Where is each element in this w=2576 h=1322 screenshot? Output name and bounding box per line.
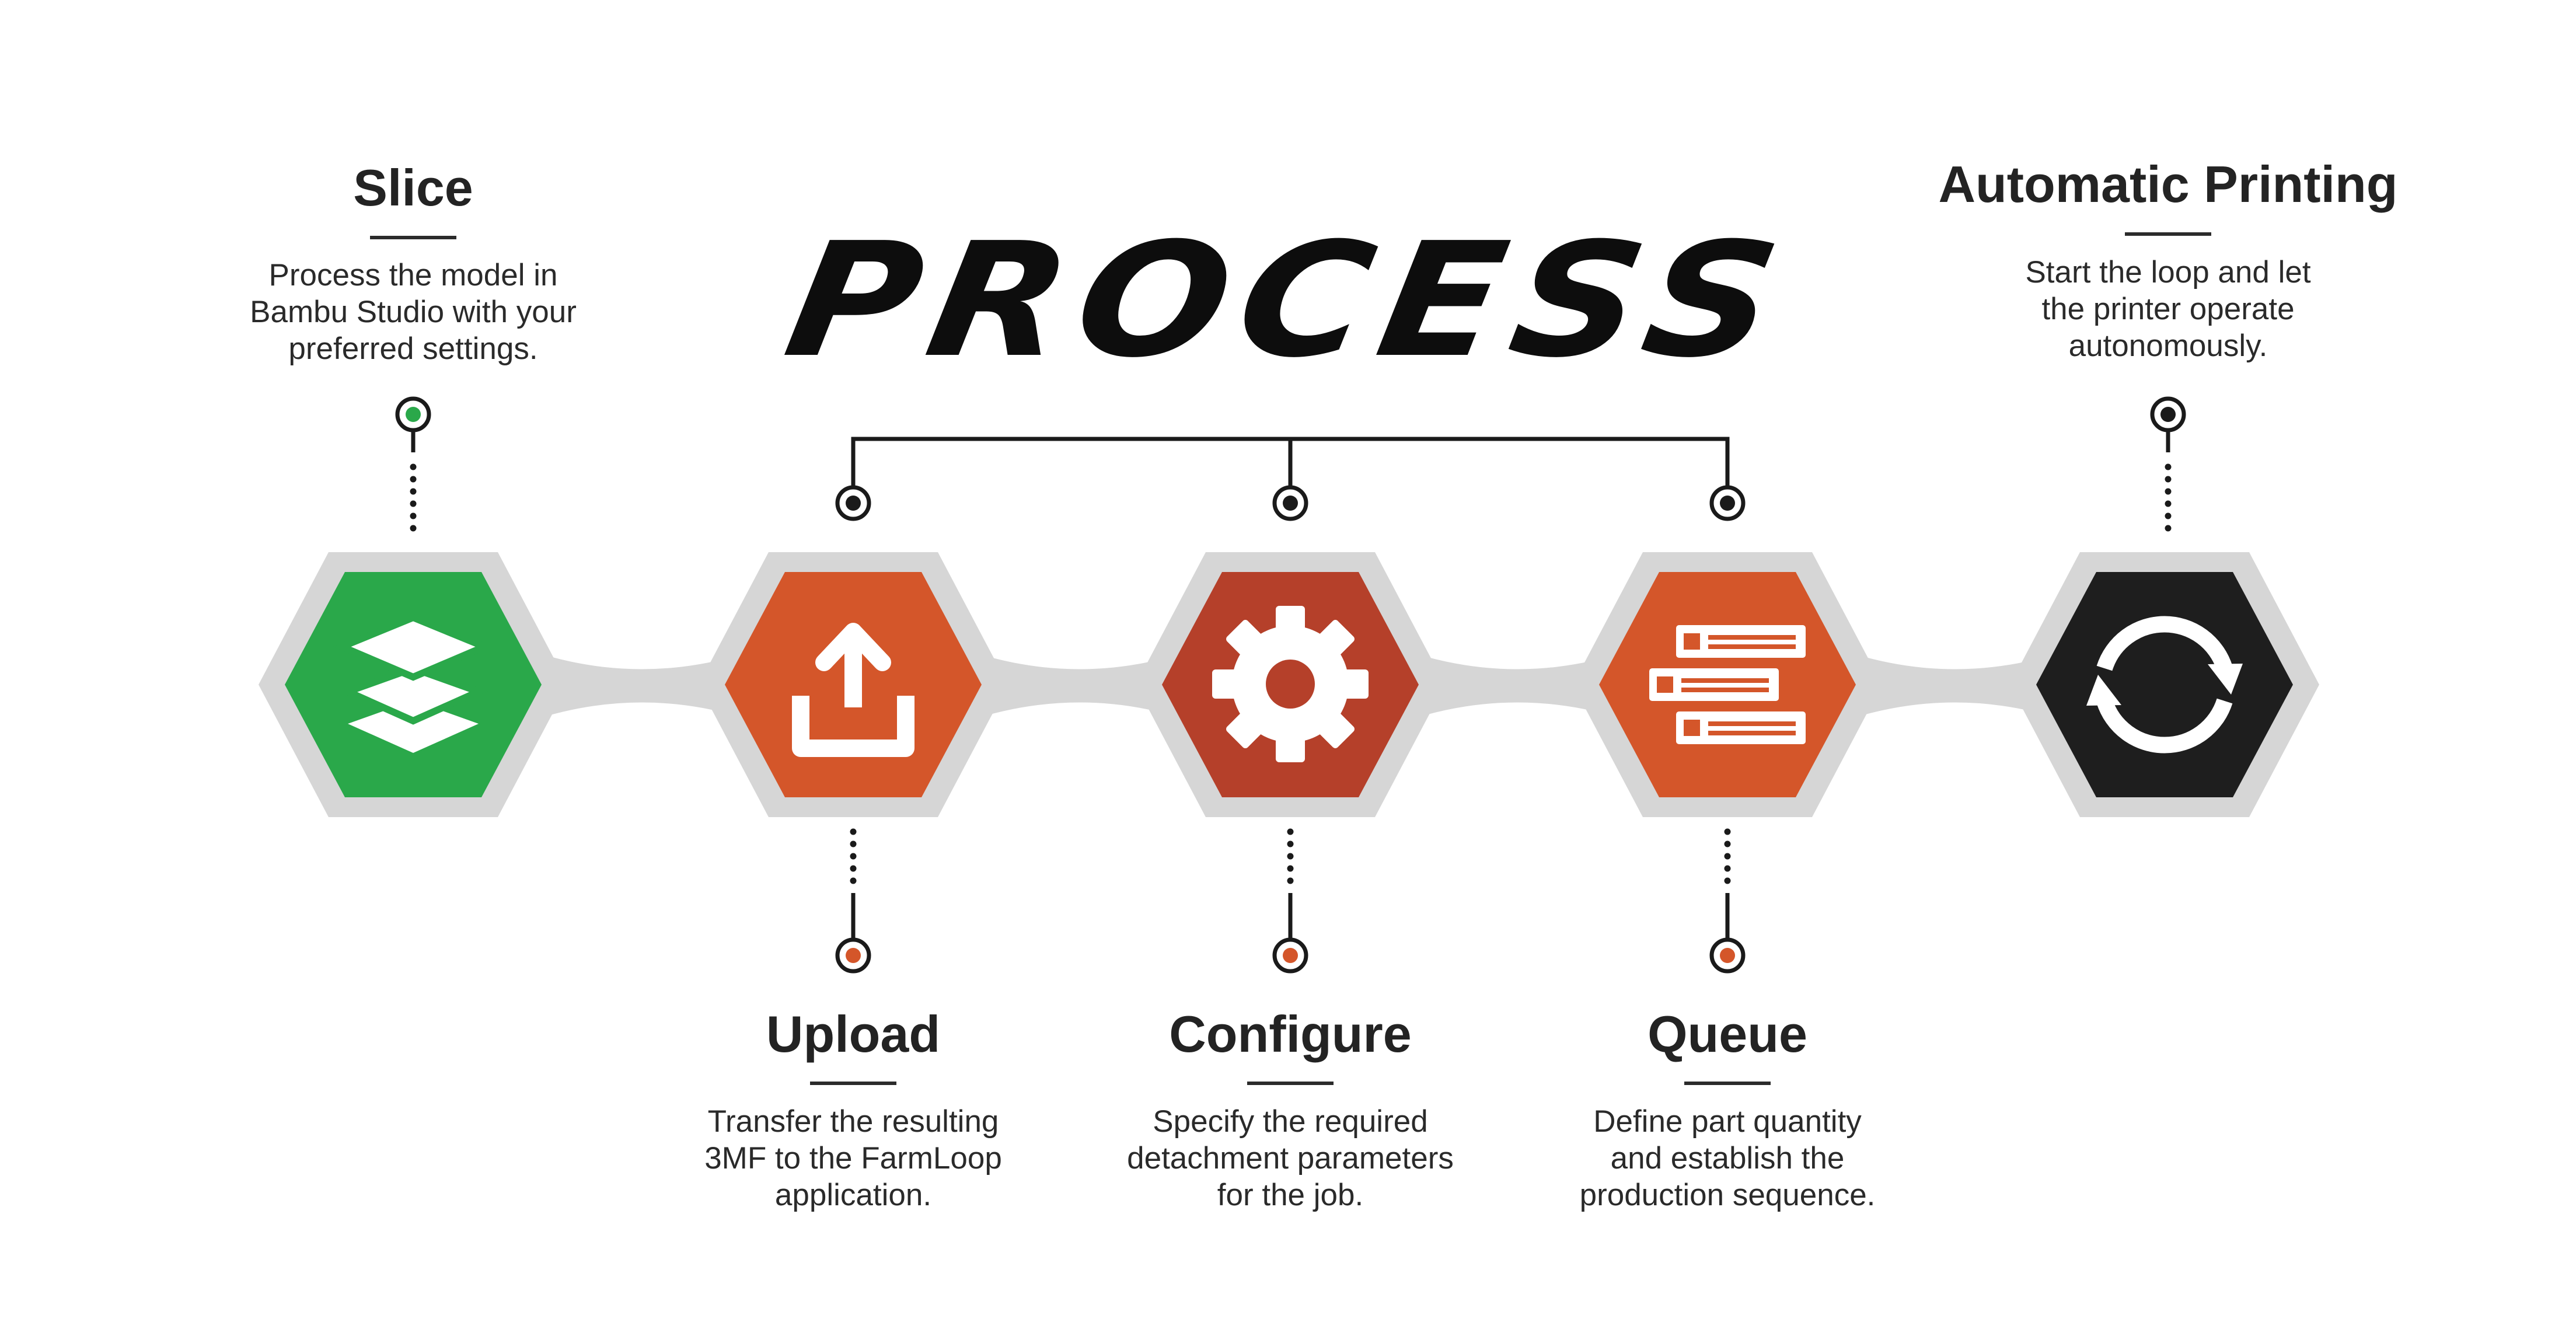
- title-underline: [810, 1082, 896, 1085]
- step-upload-node: [699, 552, 1008, 974]
- hexagon-chain-links: [531, 651, 2066, 721]
- title-underline: [2125, 232, 2211, 236]
- description-line: Define part quantity: [1593, 1104, 1862, 1139]
- description-line: Bambu Studio with your: [250, 295, 577, 329]
- step-automatic-printing-node: [2010, 396, 2319, 817]
- hexagon-automatic-printing: [2036, 572, 2293, 797]
- description-line: Start the loop and let: [2025, 255, 2311, 289]
- description-line: application.: [774, 1178, 932, 1212]
- step-title-upload: Upload: [766, 1005, 941, 1063]
- gear-icon: [1212, 606, 1369, 762]
- title-bracket: [835, 437, 1746, 521]
- step-description-automatic-printing: Start the loop and let the printer opera…: [1876, 254, 2460, 364]
- step-title-automatic-printing: Automatic Printing: [1938, 155, 2398, 213]
- description-line: Process the model in: [268, 258, 558, 292]
- description-line: and establish the: [1610, 1141, 1845, 1176]
- step-description-queue: Define part quantity and establish the p…: [1436, 1103, 2019, 1213]
- description-line: Specify the required: [1153, 1104, 1428, 1139]
- refresh-cycle-icon: [2086, 616, 2243, 754]
- step-configure-node: [1136, 552, 1445, 974]
- title-underline: [1684, 1082, 1771, 1085]
- title-underline: [370, 236, 456, 239]
- upload-icon: [792, 623, 914, 757]
- step-slice-node: [259, 396, 568, 817]
- description-line: 3MF to the FarmLoop: [704, 1141, 1002, 1176]
- layers-icon: [333, 613, 494, 753]
- description-line: preferred settings.: [288, 332, 538, 366]
- step-description-upload: Transfer the resulting 3MF to the FarmLo…: [561, 1103, 1145, 1213]
- step-description-slice: Process the model in Bambu Studio with y…: [121, 257, 705, 367]
- description-line: for the job.: [1217, 1178, 1364, 1212]
- step-title-queue: Queue: [1647, 1005, 1807, 1063]
- description-line: Transfer the resulting: [707, 1104, 999, 1139]
- description-line: production sequence.: [1579, 1178, 1876, 1212]
- step-title-slice: Slice: [353, 159, 473, 217]
- step-queue-node: [1573, 552, 1882, 974]
- queue-list-icon: [1649, 625, 1806, 744]
- step-title-configure: Configure: [1169, 1005, 1412, 1063]
- step-description-configure: Specify the required detachment paramete…: [999, 1103, 1582, 1213]
- description-line: the printer operate: [2041, 292, 2295, 326]
- description-line: detachment parameters: [1127, 1141, 1454, 1176]
- description-line: autonomously.: [2068, 329, 2268, 363]
- title-underline: [1247, 1082, 1334, 1085]
